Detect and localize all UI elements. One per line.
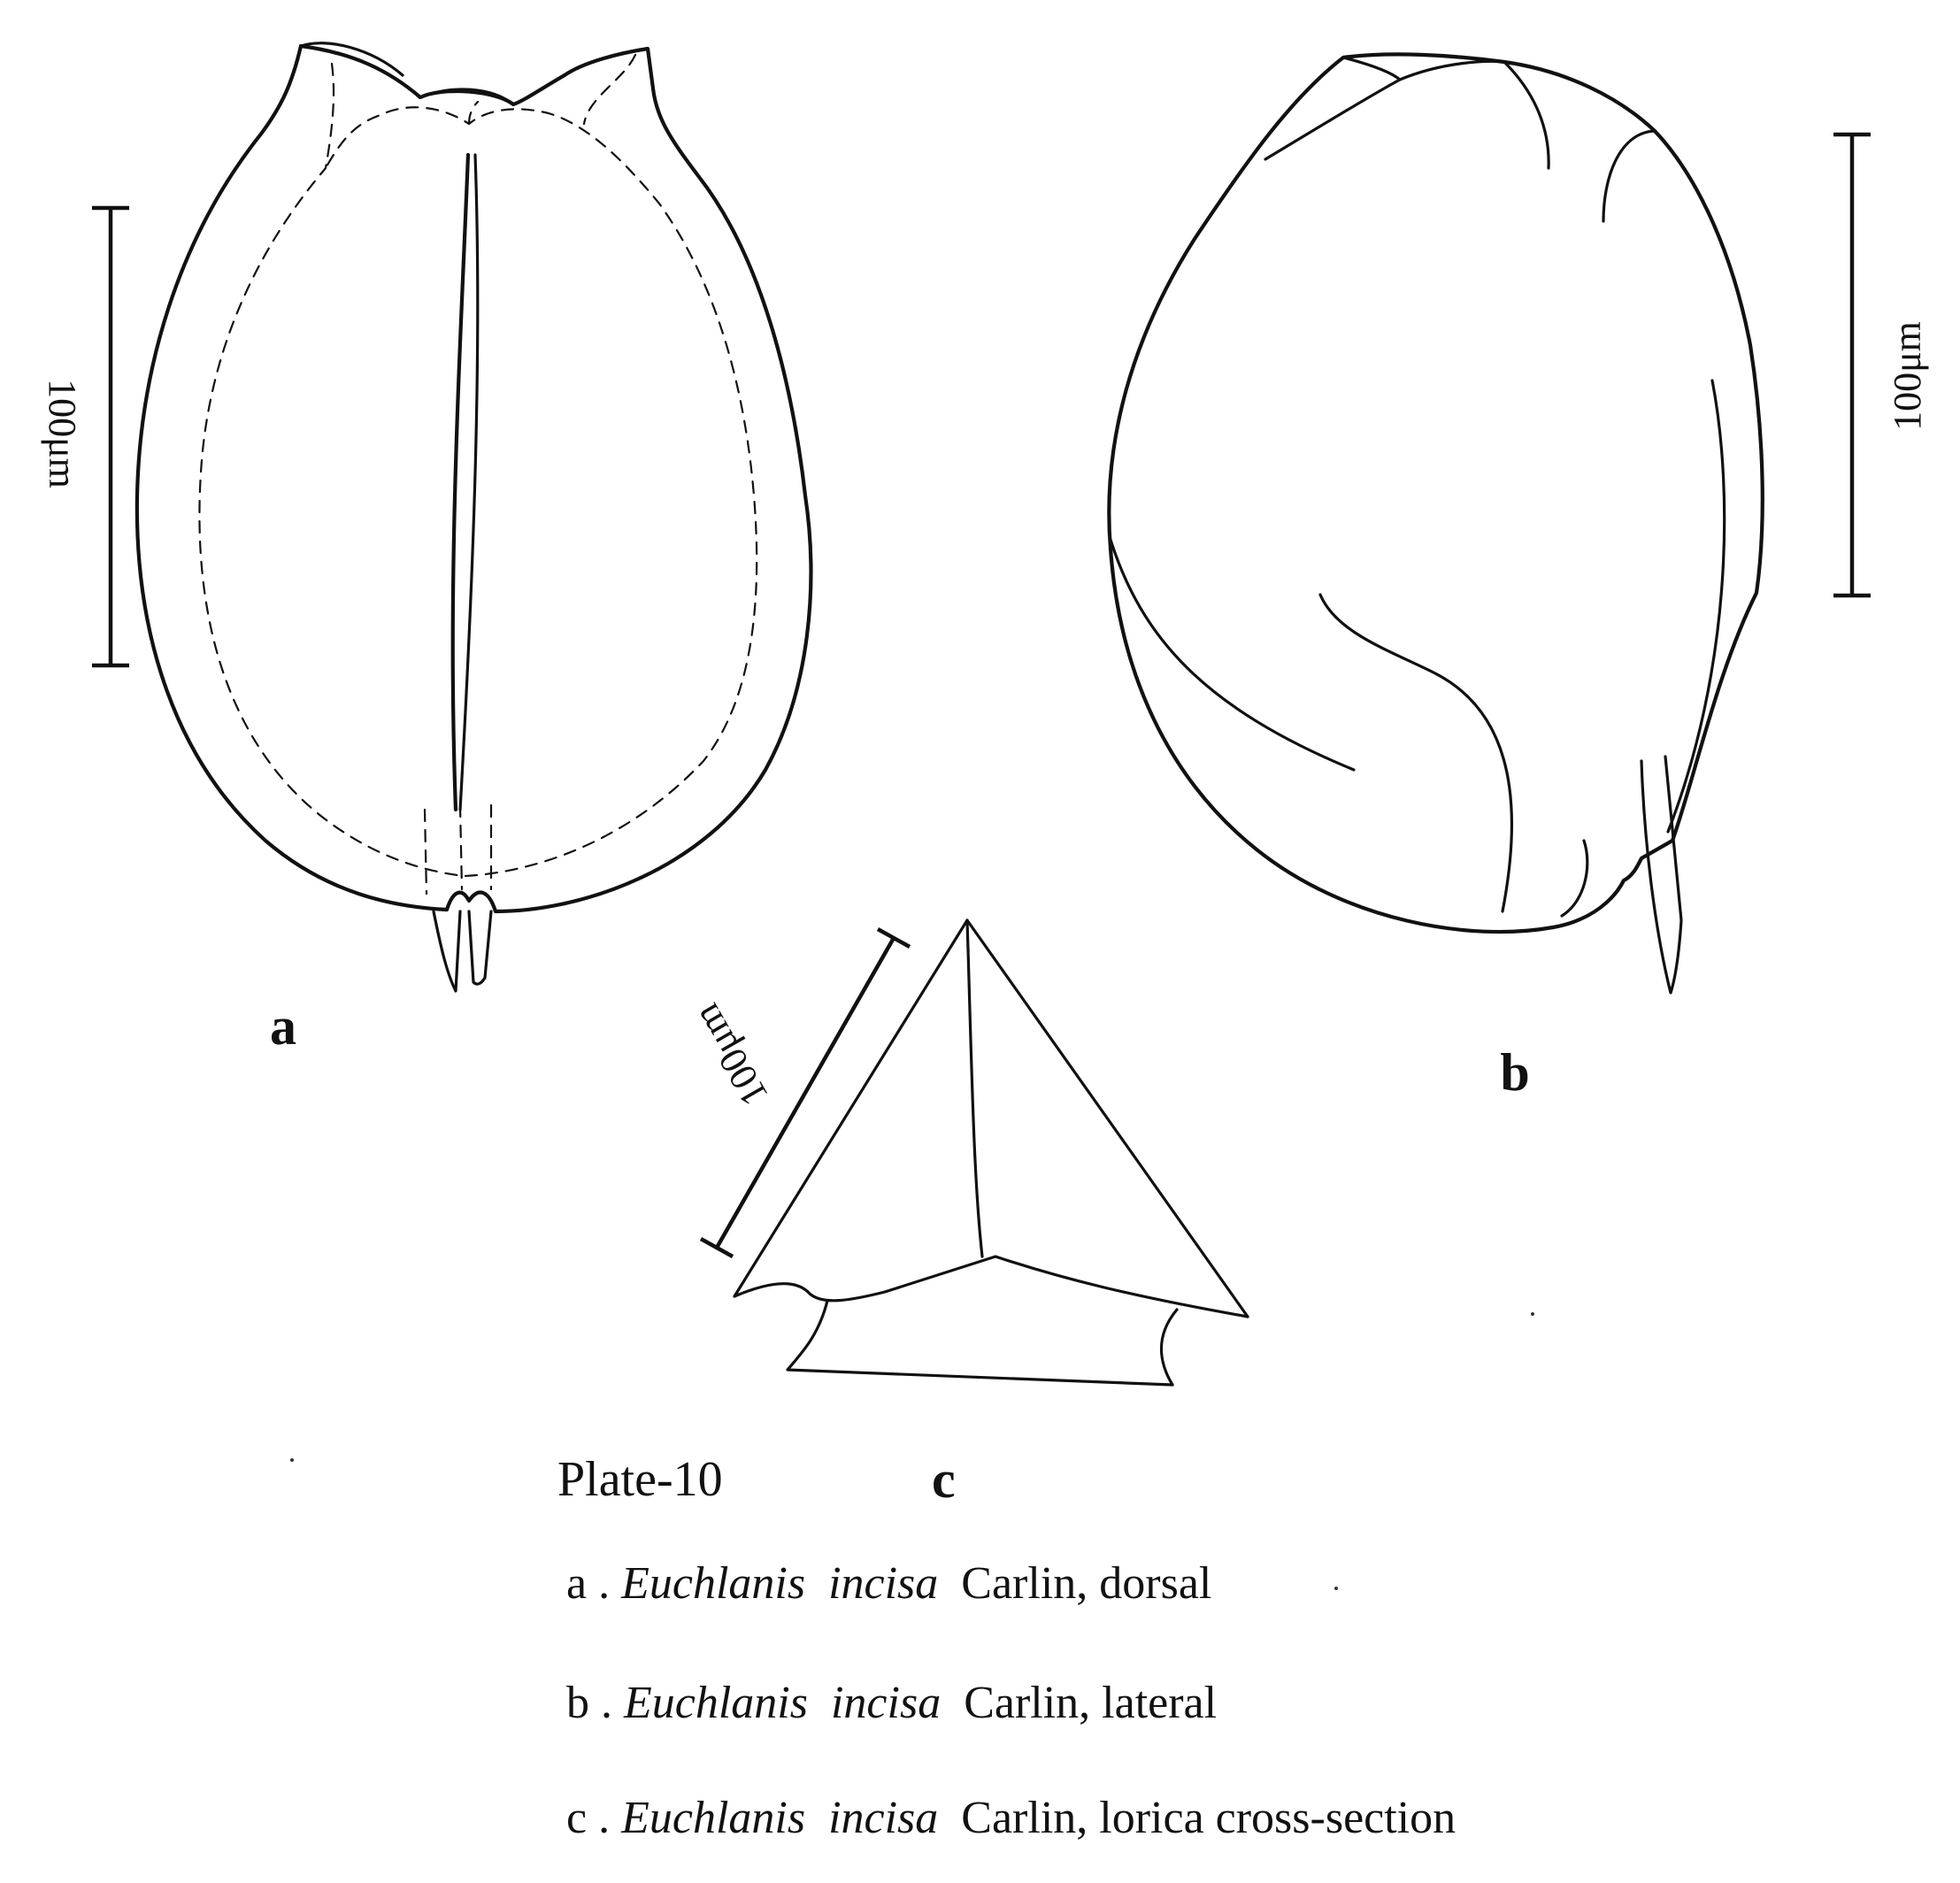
figure-b-scale-label: 100μm — [1886, 321, 1929, 431]
figure-a-scale-bar — [92, 205, 129, 668]
figure-a-dorsal-drawing — [135, 42, 813, 993]
caption-a-letter: a — [566, 1558, 588, 1609]
figure-b-lateral-drawing — [1107, 52, 1764, 995]
figure-c-cross-section-drawing — [733, 918, 1249, 1387]
figure-a-scale-label: 100μm — [41, 379, 84, 488]
caption-c-species: incisa — [828, 1793, 939, 1843]
caption-a-rest: Carlin, dorsal — [961, 1558, 1212, 1609]
caption-b-rest: Carlin, lateral — [964, 1678, 1218, 1728]
figure-c-scale-label: 100μm — [684, 996, 776, 1113]
caption-a-genus: Euchlanis — [621, 1558, 806, 1609]
plate-title: Plate-10 — [557, 1452, 723, 1507]
figure-c-scale-bar — [699, 927, 911, 1258]
speck-dot — [1334, 1587, 1338, 1590]
caption-a-species: incisa — [828, 1558, 939, 1609]
caption-b-letter: b — [566, 1678, 589, 1728]
figure-b-label: b — [1500, 1043, 1529, 1102]
figure-a-label: a — [270, 997, 296, 1056]
speck-dot — [290, 1458, 294, 1462]
caption-c-letter: c — [566, 1793, 588, 1843]
caption-c-rest: Carlin, lorica cross-section — [961, 1793, 1457, 1843]
caption-b-species: incisa — [830, 1678, 942, 1728]
caption-b-genus: Euchlanis — [624, 1678, 808, 1728]
caption-c-genus: Euchlanis — [621, 1793, 806, 1843]
figure-c-label: c — [932, 1450, 956, 1509]
figure-b-scale-bar — [1833, 132, 1871, 598]
speck-dot — [1531, 1312, 1534, 1316]
